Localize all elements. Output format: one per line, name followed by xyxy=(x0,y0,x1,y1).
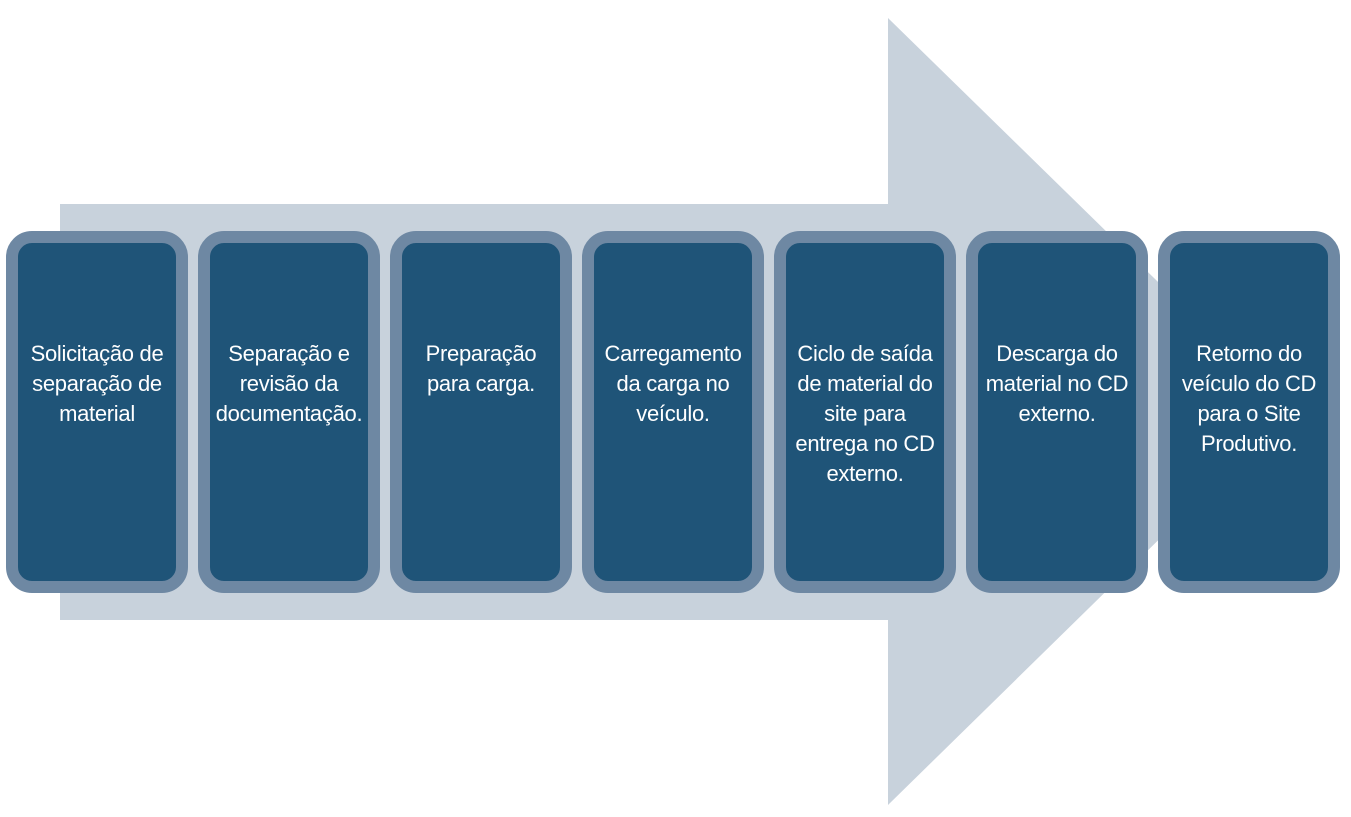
step-box-6: Descarga do material no CD externo. xyxy=(966,231,1148,593)
step-label-7: Retorno do veículo do CD para o Site Pro… xyxy=(1181,341,1317,456)
step-box-7: Retorno do veículo do CD para o Site Pro… xyxy=(1158,231,1340,593)
step-label-5: Ciclo de saída de material do site para … xyxy=(795,341,935,486)
step-box-3: Preparação para carga. xyxy=(390,231,572,593)
process-steps: Solicitação de separação de material Sep… xyxy=(6,231,1351,593)
step-label-1: Solicitação de separação de material xyxy=(30,341,164,426)
step-box-5: Ciclo de saída de material do site para … xyxy=(774,231,956,593)
step-box-2: Separação e revisão da documentação. xyxy=(198,231,380,593)
step-label-6: Descarga do material no CD externo. xyxy=(985,341,1129,426)
step-label-3: Preparação para carga. xyxy=(425,341,537,396)
step-box-1: Solicitação de separação de material xyxy=(6,231,188,593)
step-box-4: Carregamento da carga no veículo. xyxy=(582,231,764,593)
step-label-2: Separação e revisão da documentação. xyxy=(215,341,363,426)
step-label-4: Carregamento da carga no veículo. xyxy=(604,341,742,426)
